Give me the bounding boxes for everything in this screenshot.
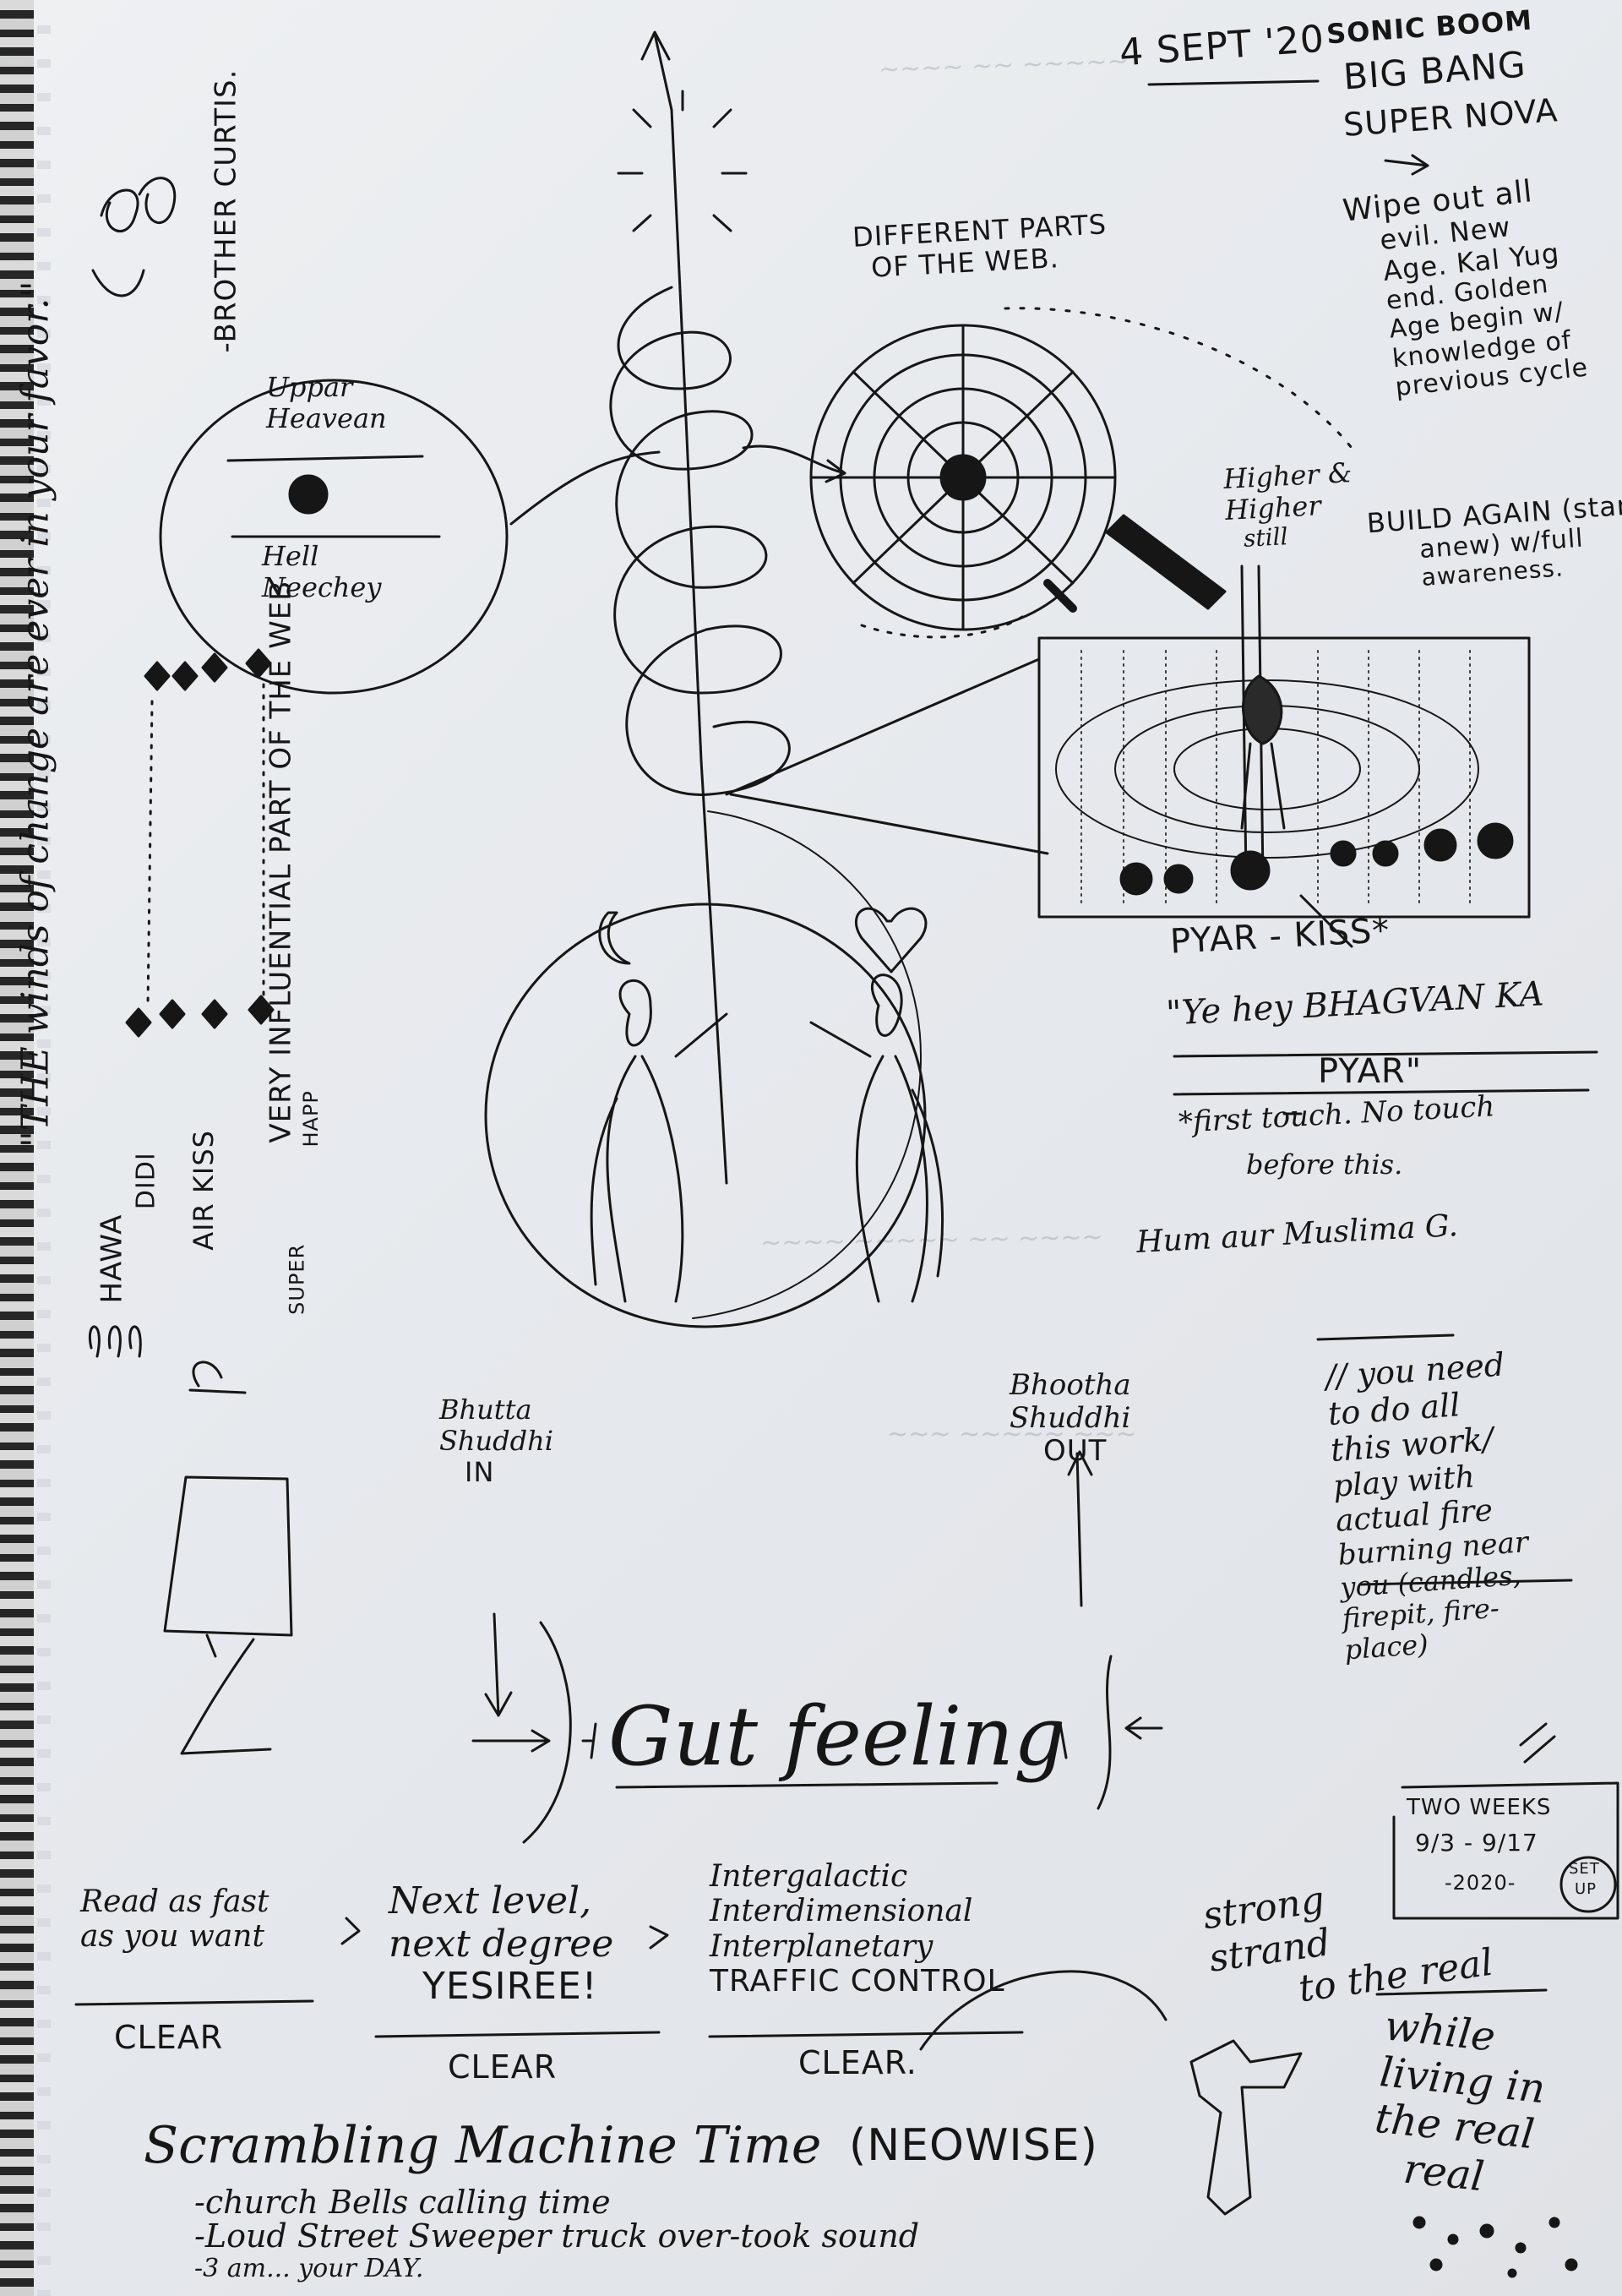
fire-underline — [1316, 1333, 1455, 1341]
arrow-icon — [742, 444, 846, 483]
spiral-loops — [609, 286, 791, 796]
radio-knobs — [1119, 822, 1514, 896]
bracket-left — [522, 1621, 572, 1844]
bracket-right — [1097, 1655, 1113, 1810]
before-this-note: before this. — [1246, 1148, 1403, 1181]
happ-label: HAPP — [298, 1090, 323, 1148]
figure-sketch — [163, 1361, 293, 1755]
underline-2 — [374, 2031, 661, 2038]
link-line — [509, 450, 661, 526]
set-label: SET — [1569, 1860, 1600, 1878]
heaven-label: Uppar Heavean — [266, 371, 387, 434]
radio-figure — [1240, 674, 1286, 830]
chevron-icon — [340, 1917, 669, 1950]
binding-holes — [37, 0, 51, 2296]
gut-feeling-label: Gut feeling — [608, 1689, 1066, 1784]
arrow-down-icon — [484, 1612, 513, 1717]
web-parts-label: DIFFERENT PARTS OF THE WEB. — [852, 208, 1108, 284]
arrow-up-icon — [640, 30, 671, 61]
show-through-text: ~~~ ~~~~~ ~~~ — [887, 1420, 1137, 1449]
dotted-arc — [1004, 307, 1353, 450]
spine-line — [653, 32, 728, 1185]
neowise-label: (NEOWISE) — [849, 2120, 1098, 2171]
gut-underline — [615, 1781, 999, 1789]
two-weeks-box — [1392, 1781, 1619, 1920]
bhootha-shuddhi-out: Bhootha Shuddhi OUT — [1010, 1368, 1131, 1469]
spiral-binding — [0, 0, 34, 2296]
dot-scatter — [1412, 2216, 1578, 2278]
two-weeks-title: TWO WEEKS — [1407, 1795, 1552, 1820]
scrambling-title: Scrambling Machine Time — [144, 2116, 822, 2175]
wipe-out-note: Wipe out all evil. New Age. Kal Yug end.… — [1341, 174, 1590, 403]
circle-dividers — [226, 455, 441, 538]
connector-lines — [725, 657, 1049, 855]
read-as-fast-note: Read as fast as you want — [80, 1884, 269, 1955]
winds-of-change-quote: "THE winds of change are ever in your fa… — [14, 281, 57, 1148]
arc-sketch — [919, 1970, 1168, 2051]
center-dot — [288, 474, 329, 515]
clear-label-1: CLEAR — [114, 2019, 224, 2056]
set-up-circle — [1559, 1856, 1617, 1913]
arrow-right-icon — [471, 1729, 551, 1753]
spider-web-icon — [809, 324, 1117, 631]
air-kiss-label: AIR KISS — [187, 1130, 220, 1251]
up-label: UP — [1575, 1880, 1598, 1898]
pyar-underline — [1173, 1050, 1598, 1096]
dotted-lines — [146, 683, 265, 1007]
year-label: -2020- — [1445, 1871, 1516, 1895]
pyar-quote-end: PYAR" — [1318, 1052, 1423, 1091]
church-bells-note: -church Bells calling time — [194, 2184, 611, 2221]
clear-label-2: CLEAR — [448, 2048, 558, 2086]
build-again-note: BUILD AGAIN (start anew) w/full awarenes… — [1365, 488, 1622, 592]
bhutta-shuddhi-in: Bhutta Shuddhi IN — [439, 1393, 553, 1488]
map-shape-sketch — [1189, 2039, 1303, 2216]
arrow-up-icon — [1067, 1450, 1093, 1607]
hawa-label: HAWA — [95, 1213, 129, 1304]
swirl-icon — [100, 177, 177, 233]
pencil-icon — [1105, 514, 1227, 610]
figure-left — [590, 979, 728, 1303]
lovers-circle — [484, 903, 927, 1328]
higher-still-label: Higher & Higher still — [1222, 456, 1353, 553]
while-living-note: while living in the real real — [1372, 2002, 1548, 2201]
sunburst-icon — [617, 90, 748, 232]
next-level-note: Next level, next degree YESIREE! — [389, 1879, 614, 2009]
fire-note: // you need to do all this work/ play wi… — [1324, 1345, 1530, 1666]
influential-label: VERY INFLUENTIAL PART OF THE WEB — [264, 580, 298, 1143]
three-am-note: -3 am... your DAY. — [194, 2254, 424, 2283]
arrow-icon — [1384, 154, 1429, 176]
traffic-control-note: Intergalactic Interdimensional Interplan… — [710, 1859, 1005, 1999]
underline-1 — [74, 1999, 314, 2006]
hell-label: Hell Neechey — [262, 540, 382, 603]
brother-curtis-label: -BROTHER CURTIS. — [209, 68, 243, 353]
crescent-moon-icon — [598, 911, 631, 965]
super-label: SUPER — [285, 1243, 309, 1315]
arrow-left-icon — [1124, 1716, 1163, 1740]
clear-label-3: CLEAR. — [798, 2044, 917, 2081]
radio-box — [1037, 636, 1531, 919]
flame-marks — [89, 1325, 142, 1358]
diamond-bullets — [125, 648, 275, 1038]
didi-label: DIDI — [131, 1152, 161, 1210]
figure-right — [809, 973, 944, 1303]
street-sweeper-note: -Loud Street Sweeper truck over-took sou… — [194, 2217, 920, 2255]
heart-icon — [855, 907, 928, 973]
heaven-hell-circle — [159, 379, 509, 695]
date-range: 9/3 - 9/17 — [1415, 1829, 1538, 1857]
underline-3 — [708, 2031, 1024, 2038]
date-underline — [1147, 79, 1320, 86]
